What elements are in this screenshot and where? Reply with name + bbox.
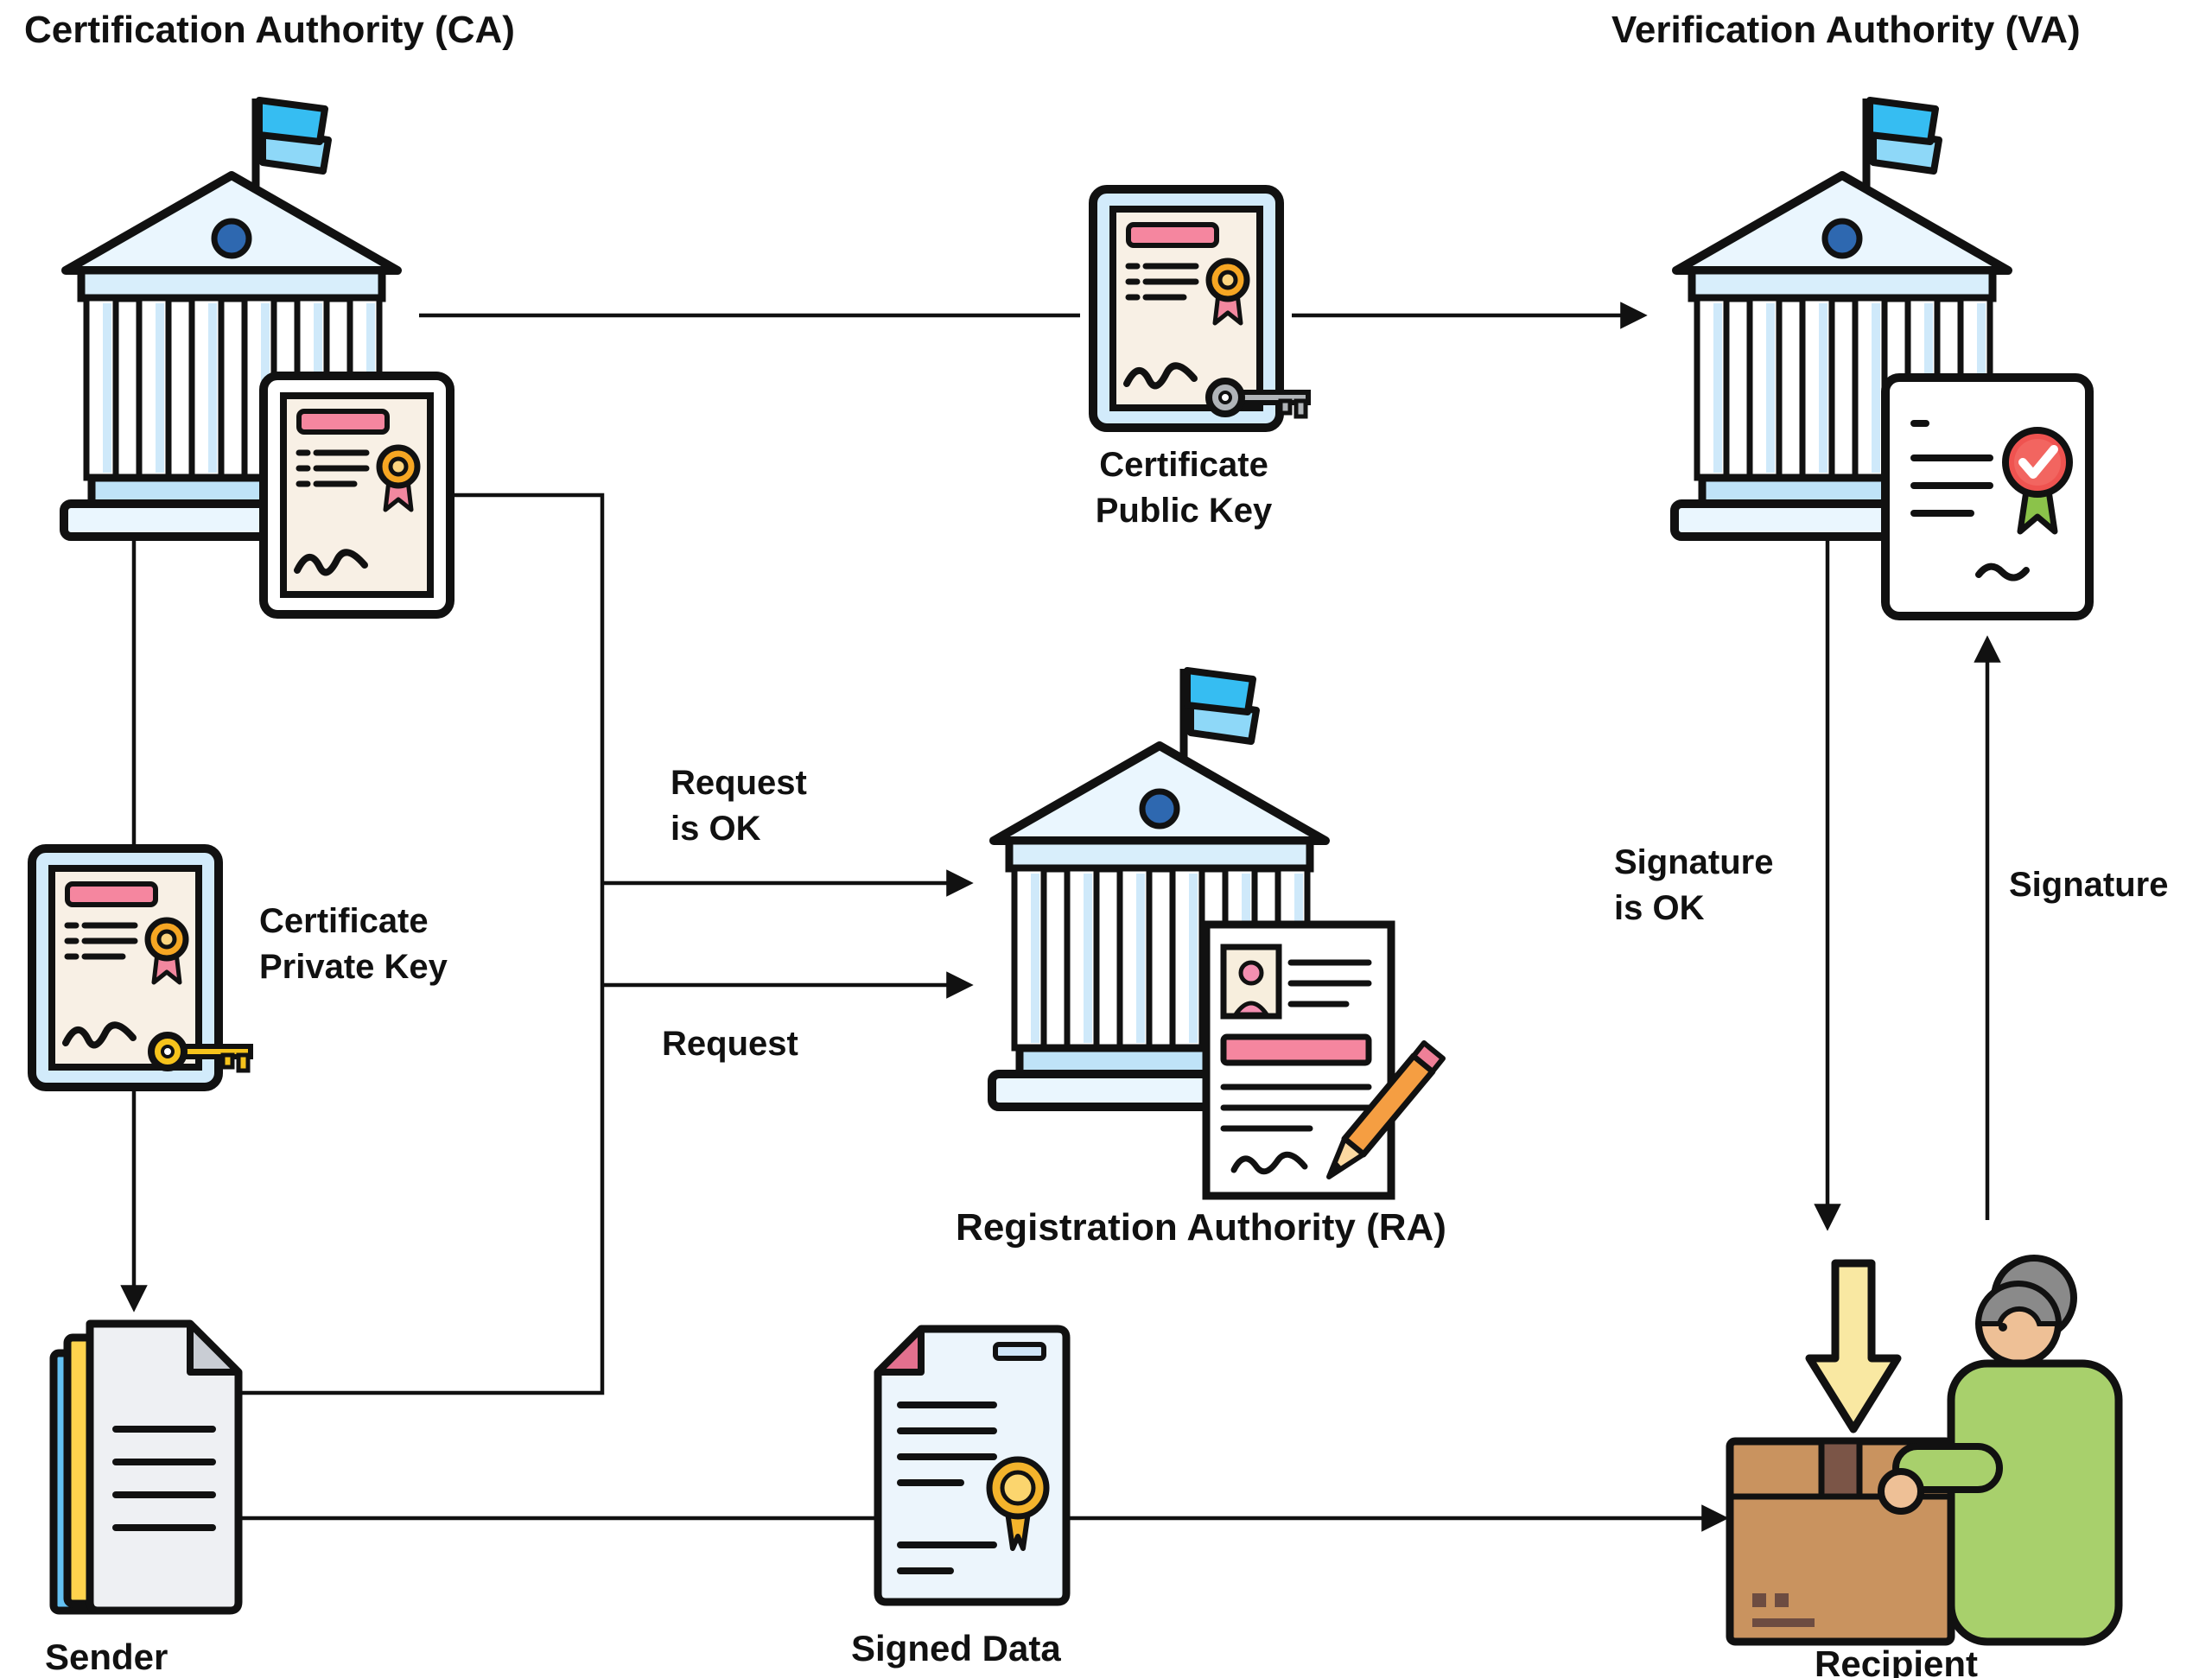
ra-title: Registration Authority (RA) (956, 1206, 1446, 1249)
public-key-icon (1203, 370, 1315, 425)
signature-label: Signature (2009, 866, 2169, 904)
signature-is-ok-label: Signature is OK (1614, 843, 1774, 927)
private-key-icon (145, 1024, 257, 1079)
certificate-private-key-label: Certificate Private Key (259, 902, 448, 986)
request-is-ok-label: Request is OK (671, 764, 807, 848)
va-verified-certificate-icon (1879, 372, 2095, 622)
signed-data-title: Signed Data (851, 1628, 1061, 1668)
sender-documents-icon (41, 1312, 249, 1623)
ca-certificate-icon (257, 370, 456, 620)
line-trunk (235, 493, 605, 1395)
ra-registration-form-icon (1199, 918, 1459, 1203)
certificate-public-key-label: Certificate Public Key (1095, 446, 1273, 530)
signed-data-document-icon (864, 1319, 1080, 1617)
ca-title: Certification Authority (CA) (24, 9, 515, 51)
recipient-title: Recipient (1815, 1643, 1979, 1678)
request-label: Request (662, 1025, 798, 1063)
recipient-person-icon (1718, 1234, 2133, 1649)
sender-title: Sender (45, 1637, 168, 1677)
va-title: Verification Authority (VA) (1611, 9, 2081, 51)
delivery-down-arrow-icon (1799, 1255, 1903, 1436)
